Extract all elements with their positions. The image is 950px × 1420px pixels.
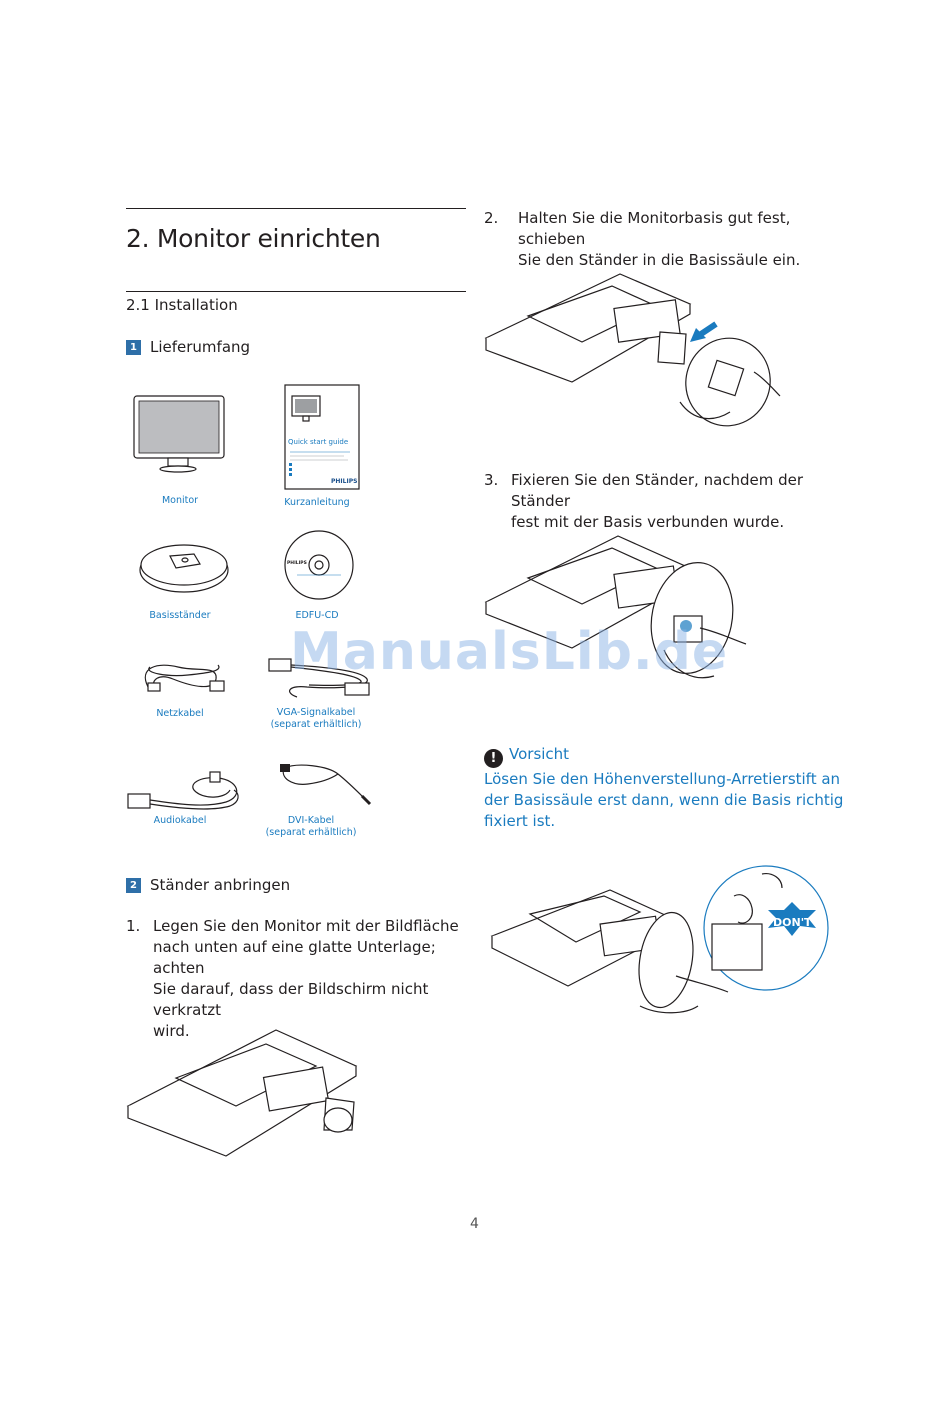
step-line: Sie den Ständer in die Basissäule ein.: [518, 251, 801, 269]
quick-start-guide-illustration: [284, 384, 360, 490]
subsection-stand: 2 Ständer anbringen: [126, 876, 290, 894]
fix-stand-illustration: [484, 535, 747, 679]
guide-cover-title: Quick start guide: [288, 438, 349, 446]
monitor-face-down-illustration: [126, 1029, 358, 1157]
page-number: 4: [470, 1216, 479, 1232]
contents-label-base: Basisständer: [149, 610, 211, 621]
guide-cover-brand: PHILIPS: [331, 478, 358, 485]
insert-stand-illustration: [484, 273, 781, 427]
section-rule: [126, 291, 466, 292]
caution-block: ! Vorsicht Lösen Sie den Höhenverstellung…: [484, 744, 844, 832]
step-number: 1.: [126, 917, 141, 935]
caution-line: fixiert ist.: [484, 812, 556, 830]
caution-title: Vorsicht: [509, 745, 570, 763]
dvi-cable-illustration: [280, 764, 372, 806]
step-line: fest mit der Basis verbunden wurde.: [511, 513, 785, 531]
chapter-rule-top: [126, 208, 466, 209]
contents-note-vga: (separat erhältlich): [270, 719, 362, 730]
step-line: Sie darauf, dass der Bildschirm nicht ve…: [153, 980, 429, 1019]
contents-label-cd: EDFU-CD: [295, 610, 339, 621]
subsection-title: Lieferumfang: [150, 338, 251, 356]
dont-badge-label: DON'T: [773, 916, 812, 929]
caution-line: der Basissäule erst dann, wenn die Basis…: [484, 791, 844, 809]
power-cable-illustration: [144, 664, 225, 692]
base-stand-illustration: [139, 544, 229, 593]
contents-label-power: Netzkabel: [156, 708, 204, 719]
step-line: Halten Sie die Monitorbasis gut fest, sc…: [518, 209, 791, 248]
step-line: Legen Sie den Monitor mit der Bildfläche: [153, 917, 459, 935]
step-3: 3. Fixieren Sie den Ständer, nachdem der…: [484, 470, 844, 533]
contents-label-vga: VGA-Signalkabel: [276, 707, 356, 718]
dont-illustration: [490, 865, 829, 1014]
subsection-contents: 1 Lieferumfang: [126, 338, 250, 356]
step-2: 2. Halten Sie die Monitorbasis gut fest,…: [484, 208, 844, 271]
contents-label-monitor: Monitor: [161, 495, 199, 506]
contents-label-audio: Audiokabel: [153, 815, 207, 826]
monitor-illustration: [133, 395, 225, 473]
step-line: Fixieren Sie den Ständer, nachdem der St…: [511, 471, 804, 510]
contents-label-dvi: DVI-Kabel: [287, 815, 335, 826]
caution-line: Lösen Sie den Höhenverstellung-Arretiers…: [484, 770, 841, 788]
step-number: 2.: [484, 209, 499, 227]
audio-cable-illustration: [127, 771, 239, 810]
subsection-number-badge: 1: [126, 340, 141, 355]
cd-brand: PHILIPS: [287, 561, 307, 566]
subsection-title: Ständer anbringen: [150, 876, 291, 894]
step-line: wird.: [153, 1022, 190, 1040]
contents-label-guide: Kurzanleitung: [284, 497, 350, 508]
step-line: nach unten auf eine glatte Unterlage; ac…: [153, 938, 436, 977]
step-1: 1. Legen Sie den Monitor mit der Bildflä…: [126, 916, 466, 1042]
watermark: ManualsLib.de: [290, 622, 729, 682]
warning-icon: !: [484, 749, 503, 768]
step-number: 3.: [484, 471, 499, 489]
chapter-title: 2. Monitor einrichten: [126, 224, 381, 253]
section-title: 2.1 Installation: [126, 296, 238, 314]
cd-illustration: [284, 530, 354, 600]
contents-note-dvi: (separat erhältlich): [265, 827, 357, 838]
vga-cable-illustration: [268, 658, 370, 698]
subsection-number-badge: 2: [126, 878, 141, 893]
